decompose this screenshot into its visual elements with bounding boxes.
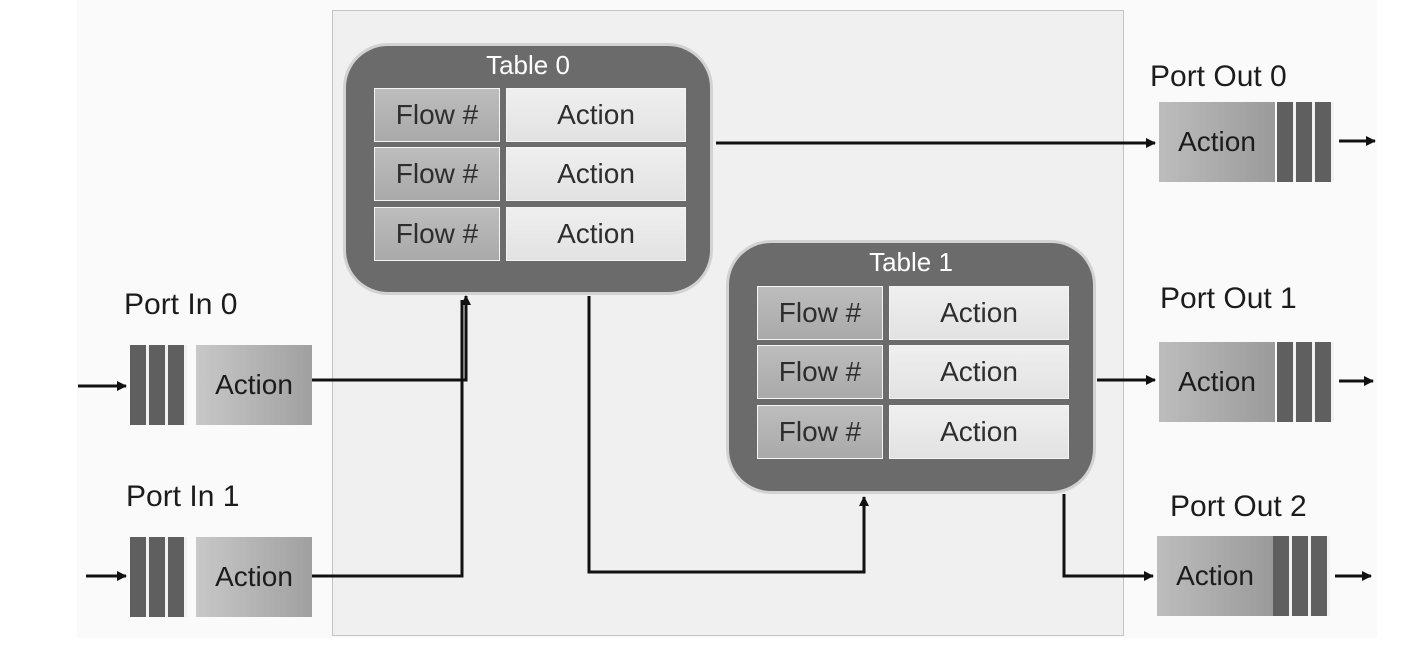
queue-slot [1311, 536, 1330, 616]
table-1-action-cell: Action [889, 405, 1069, 459]
port-in-0-label: Port In 0 [124, 288, 238, 321]
table-1-flow-cell: Flow # [757, 345, 883, 399]
queue-slot [149, 345, 168, 425]
arrow-table-0-to-table-1 [587, 296, 869, 574]
port-out-2-queue [1273, 536, 1330, 616]
queue-slot [1296, 102, 1315, 182]
table-0-flow-cell: Flow # [374, 88, 500, 142]
port-out-0-queue [1277, 102, 1334, 182]
arrow-port-in-0-to-table-0 [312, 295, 471, 382]
table-0-title: Table 0 [486, 50, 570, 80]
table-1-title: Table 1 [869, 247, 953, 277]
queue-slot [1292, 536, 1311, 616]
table-0-action-cell: Action [506, 207, 686, 261]
queue-slot [1277, 342, 1296, 422]
table-1-flow-cell: Flow # [757, 405, 883, 459]
port-out-0-label: Port Out 0 [1150, 60, 1287, 93]
port-out-1-label: Port Out 1 [1160, 282, 1297, 315]
queue-slot [130, 537, 149, 617]
table-0-action-cell: Action [506, 147, 686, 201]
port-in-0-action: Action [196, 345, 312, 425]
port-out-2-label: Port Out 2 [1170, 490, 1307, 523]
queue-slot [1296, 342, 1315, 422]
port-in-1-action: Action [196, 537, 312, 617]
arrow-port-in-1-to-table-0 [312, 300, 464, 578]
table-1-action-cell: Action [889, 286, 1069, 340]
table-0-action-cell: Action [506, 88, 686, 142]
table-1-flow-cell: Flow # [757, 286, 883, 340]
port-in-1-queue [130, 537, 187, 617]
table-1-action-cell: Action [889, 345, 1069, 399]
port-out-1-action: Action [1159, 342, 1275, 422]
queue-slot [130, 345, 149, 425]
queue-slot [1315, 342, 1334, 422]
table-0-flow-cell: Flow # [374, 147, 500, 201]
port-in-0-queue [130, 345, 187, 425]
table-0-flow-cell: Flow # [374, 207, 500, 261]
queue-slot [1277, 102, 1296, 182]
port-out-0-action: Action [1159, 102, 1275, 182]
port-in-1-label: Port In 1 [126, 480, 240, 513]
port-out-2-action: Action [1157, 536, 1273, 616]
port-out-1-queue [1277, 342, 1334, 422]
queue-slot [149, 537, 168, 617]
flow-table-0: Table 0 Flow # Action Flow # Action Flow… [346, 46, 710, 292]
flow-table-1: Table 1 Flow # Action Flow # Action Flow… [729, 243, 1093, 491]
queue-slot [1315, 102, 1334, 182]
queue-slot [168, 537, 187, 617]
arrow-table-1-to-port-out-2 [1062, 494, 1154, 581]
queue-slot [1273, 536, 1292, 616]
queue-slot [168, 345, 187, 425]
